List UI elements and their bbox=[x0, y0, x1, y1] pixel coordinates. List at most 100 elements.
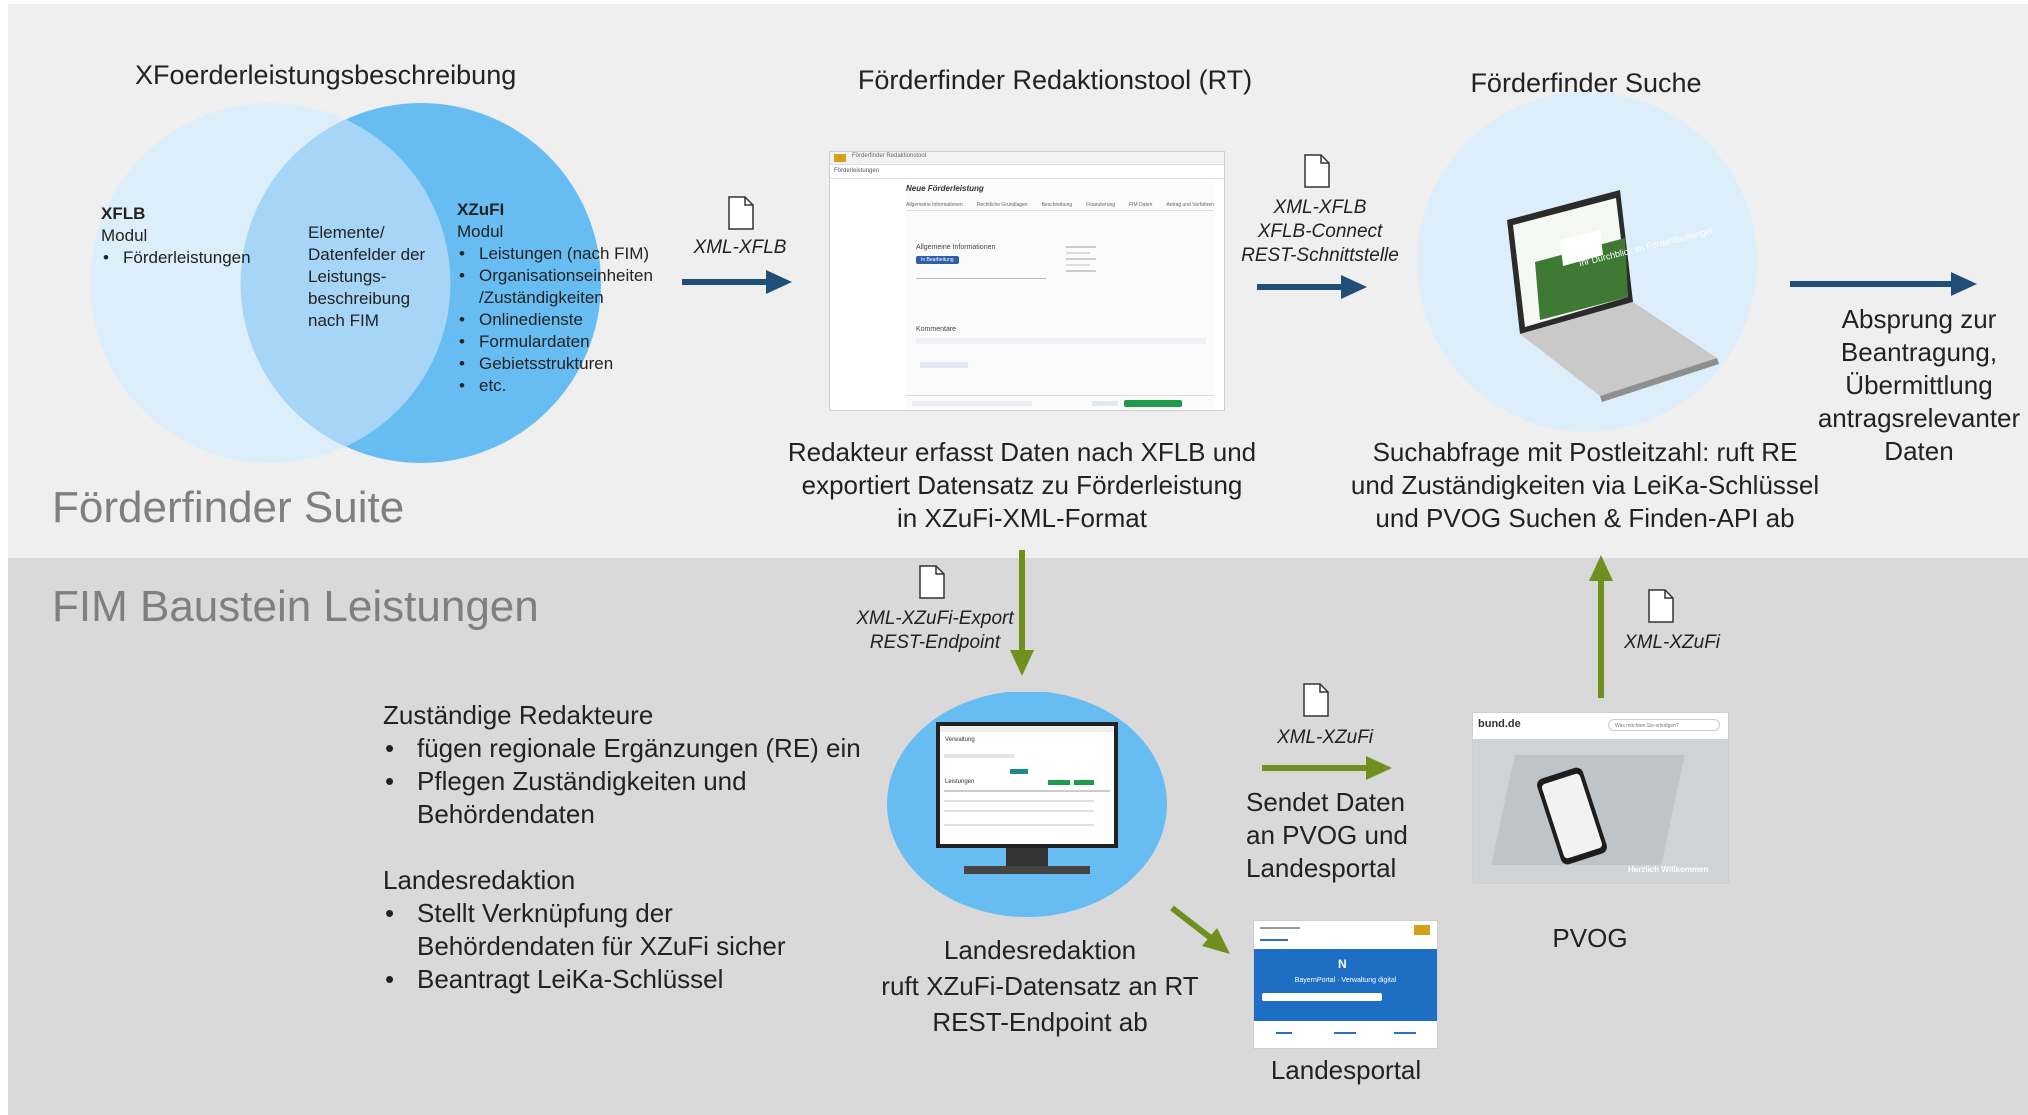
overlap-line: nach FIM bbox=[308, 311, 379, 330]
rt-description: Redakteur erfasst Daten nach XFLB und ex… bbox=[762, 436, 1282, 535]
document-icon bbox=[728, 196, 754, 230]
landesportal-search bbox=[1262, 993, 1382, 1001]
overlap-line: Datenfelder der bbox=[308, 245, 426, 264]
overlap-line: Leistungs- bbox=[308, 267, 387, 286]
venn-diagram bbox=[90, 103, 601, 463]
arrow-landesportal-head bbox=[1202, 928, 1230, 954]
search-desc-line: Suchabfrage mit Postleitzahl: ruft RE bbox=[1372, 437, 1798, 467]
xflb-list: Förderleistungen bbox=[101, 247, 251, 269]
rt-app-name: Förderfinder Redaktionstool bbox=[852, 153, 927, 159]
rt-nav: Förderleistungen bbox=[834, 168, 880, 174]
laptop-icon bbox=[1507, 190, 1719, 402]
editors-group2-title: Landesredaktion bbox=[383, 865, 576, 895]
section-label-suite: Förderfinder Suite bbox=[52, 483, 405, 532]
arrow-export-head bbox=[1010, 650, 1034, 676]
label-connect-line: REST-Schnittstelle bbox=[1241, 245, 1399, 266]
xflb-item: Förderleistungen bbox=[101, 247, 251, 269]
rt-input bbox=[916, 270, 1046, 279]
absprung-line: Übermittlung bbox=[1845, 370, 1993, 400]
absprung-line: antragsrelevanter bbox=[1817, 403, 2021, 433]
monitor-screen-title: Verwaltung bbox=[945, 737, 975, 743]
search-visual bbox=[1417, 92, 1757, 432]
rt-desc-line: exportiert Datensatz zu Förderleistung bbox=[801, 470, 1243, 500]
document-icon bbox=[1304, 154, 1330, 188]
pvog-header: bund.de Was möchten Sie erledigen? bbox=[1473, 713, 1728, 739]
absprung-line: Daten bbox=[1884, 436, 1954, 466]
editors-block: Zuständige Redakteure fügen regionale Er… bbox=[383, 699, 883, 996]
landesredaktion-visual bbox=[887, 692, 1167, 917]
search-description: Suchabfrage mit Postleitzahl: ruft RE un… bbox=[1330, 436, 1840, 535]
arrow-pvog-up-head bbox=[1589, 555, 1613, 581]
venn-title: XFoerderleistungsbeschreibung bbox=[135, 60, 517, 90]
label-export-line: REST-Endpoint bbox=[869, 632, 1001, 653]
document-icon bbox=[1303, 683, 1329, 717]
pvog-screenshot: bund.de Was möchten Sie erledigen? Herzl… bbox=[1473, 713, 1728, 883]
rt-desc-line: Redakteur erfasst Daten nach XFLB und bbox=[787, 437, 1257, 467]
rt-tab: Beschreibung bbox=[1041, 202, 1073, 208]
label-connect: XML-XFLB XFLB-Connect REST-Schnittstelle bbox=[1230, 196, 1410, 268]
document-icon bbox=[919, 565, 945, 599]
rt-comments-table bbox=[916, 338, 1206, 344]
editors-item-line: Beantragt LeiKa-Schlüssel bbox=[417, 964, 724, 994]
xzufi-item: etc. bbox=[457, 375, 653, 397]
rt-logo bbox=[834, 154, 846, 162]
editors-item-line: Behördendaten für XZuFi sicher bbox=[417, 931, 786, 961]
landesportal-banner-text: BayernPortal · Verwaltung digital bbox=[1294, 977, 1397, 984]
arrow-sendet-head bbox=[1366, 756, 1392, 780]
label-export-line: XML-XZuFi-Export bbox=[856, 608, 1014, 629]
pvog-label: PVOG bbox=[1552, 923, 1628, 953]
section-label-fim: FIM Baustein Leistungen bbox=[52, 582, 539, 631]
xzufi-sub: Modul bbox=[457, 222, 504, 241]
rt-secondary-button bbox=[1092, 401, 1118, 406]
absprung-text: Absprung zur Beantragung, Übermittlung a… bbox=[1810, 303, 2028, 468]
landesportal-label: Landesportal bbox=[1270, 1055, 1422, 1085]
xflb-block: XFLB Modul Förderleistungen bbox=[101, 203, 251, 269]
label-xml-xzufi-up: XML-XZuFi bbox=[1623, 632, 1721, 653]
rt-tab: Allgemeine Informationen bbox=[906, 202, 963, 208]
editors-item-line: Pflegen Zuständigkeiten und bbox=[417, 766, 747, 796]
landesportal-header bbox=[1254, 921, 1437, 950]
sendet-line: Sendet Daten bbox=[1246, 787, 1406, 817]
rt-meta bbox=[1066, 242, 1116, 292]
xzufi-item: Organisationseinheiten bbox=[457, 265, 653, 287]
sendet-text: Sendet Daten an PVOG und Landesportal bbox=[1246, 786, 1426, 885]
xzufi-item: Gebietsstrukturen bbox=[457, 353, 653, 375]
editors-item: Beantragt LeiKa-Schlüssel bbox=[383, 963, 883, 996]
venn-overlap bbox=[240, 119, 451, 447]
arrow-xflb-head bbox=[766, 270, 792, 294]
landesportal-logo: N bbox=[1338, 957, 1347, 971]
xzufi-title: XZuFI bbox=[457, 200, 505, 219]
rt-section: Allgemeine Informationen bbox=[916, 244, 996, 251]
monitor-screen-section: Leistungen bbox=[945, 779, 975, 785]
rt-heading: Neue Förderleistung bbox=[906, 184, 984, 193]
landesredaktion-line: REST-Endpoint ab bbox=[932, 1007, 1148, 1037]
rt-divider bbox=[830, 178, 1224, 179]
editors-item-line: Stellt Verknüpfung der bbox=[417, 898, 673, 928]
xzufi-block: XZuFI Modul Leistungen (nach FIM) Organi… bbox=[457, 199, 653, 397]
xzufi-item: Onlinedienste bbox=[457, 309, 653, 331]
editors-item: fügen regionale Ergänzungen (RE) ein bbox=[383, 732, 883, 765]
landesredaktion-line: ruft XZuFi-Datensatz an RT bbox=[881, 971, 1199, 1001]
xzufi-item: Leistungen (nach FIM) bbox=[457, 243, 653, 265]
pvog-logo: bund.de bbox=[1478, 718, 1521, 730]
landesredaktion-line: Landesredaktion bbox=[943, 935, 1137, 965]
landesportal-footer bbox=[1254, 1021, 1437, 1048]
editors-group1-title: Zuständige Redakteure bbox=[383, 700, 654, 730]
overlap-line: beschreibung bbox=[308, 289, 411, 308]
search-desc-line: und Zuständigkeiten via LeiKa-Schlüssel bbox=[1350, 470, 1820, 500]
sendet-line: an PVOG und bbox=[1246, 820, 1408, 850]
label-export: XML-XZuFi-Export REST-Endpoint bbox=[855, 607, 1015, 655]
rt-tab: Finanzierung bbox=[1086, 202, 1116, 208]
rt-desc-line: in XZuFi-XML-Format bbox=[897, 503, 1147, 533]
search-desc-line: und PVOG Suchen & Finden-API ab bbox=[1375, 503, 1795, 533]
sendet-line: Landesportal bbox=[1246, 853, 1397, 883]
arrow-landesportal bbox=[1170, 905, 1214, 942]
arrow-connect-head bbox=[1341, 275, 1367, 299]
xzufi-item-continued: /Zuständigkeiten bbox=[479, 288, 604, 307]
editors-group1-list: fügen regionale Ergänzungen (RE) ein Pfl… bbox=[383, 732, 883, 831]
